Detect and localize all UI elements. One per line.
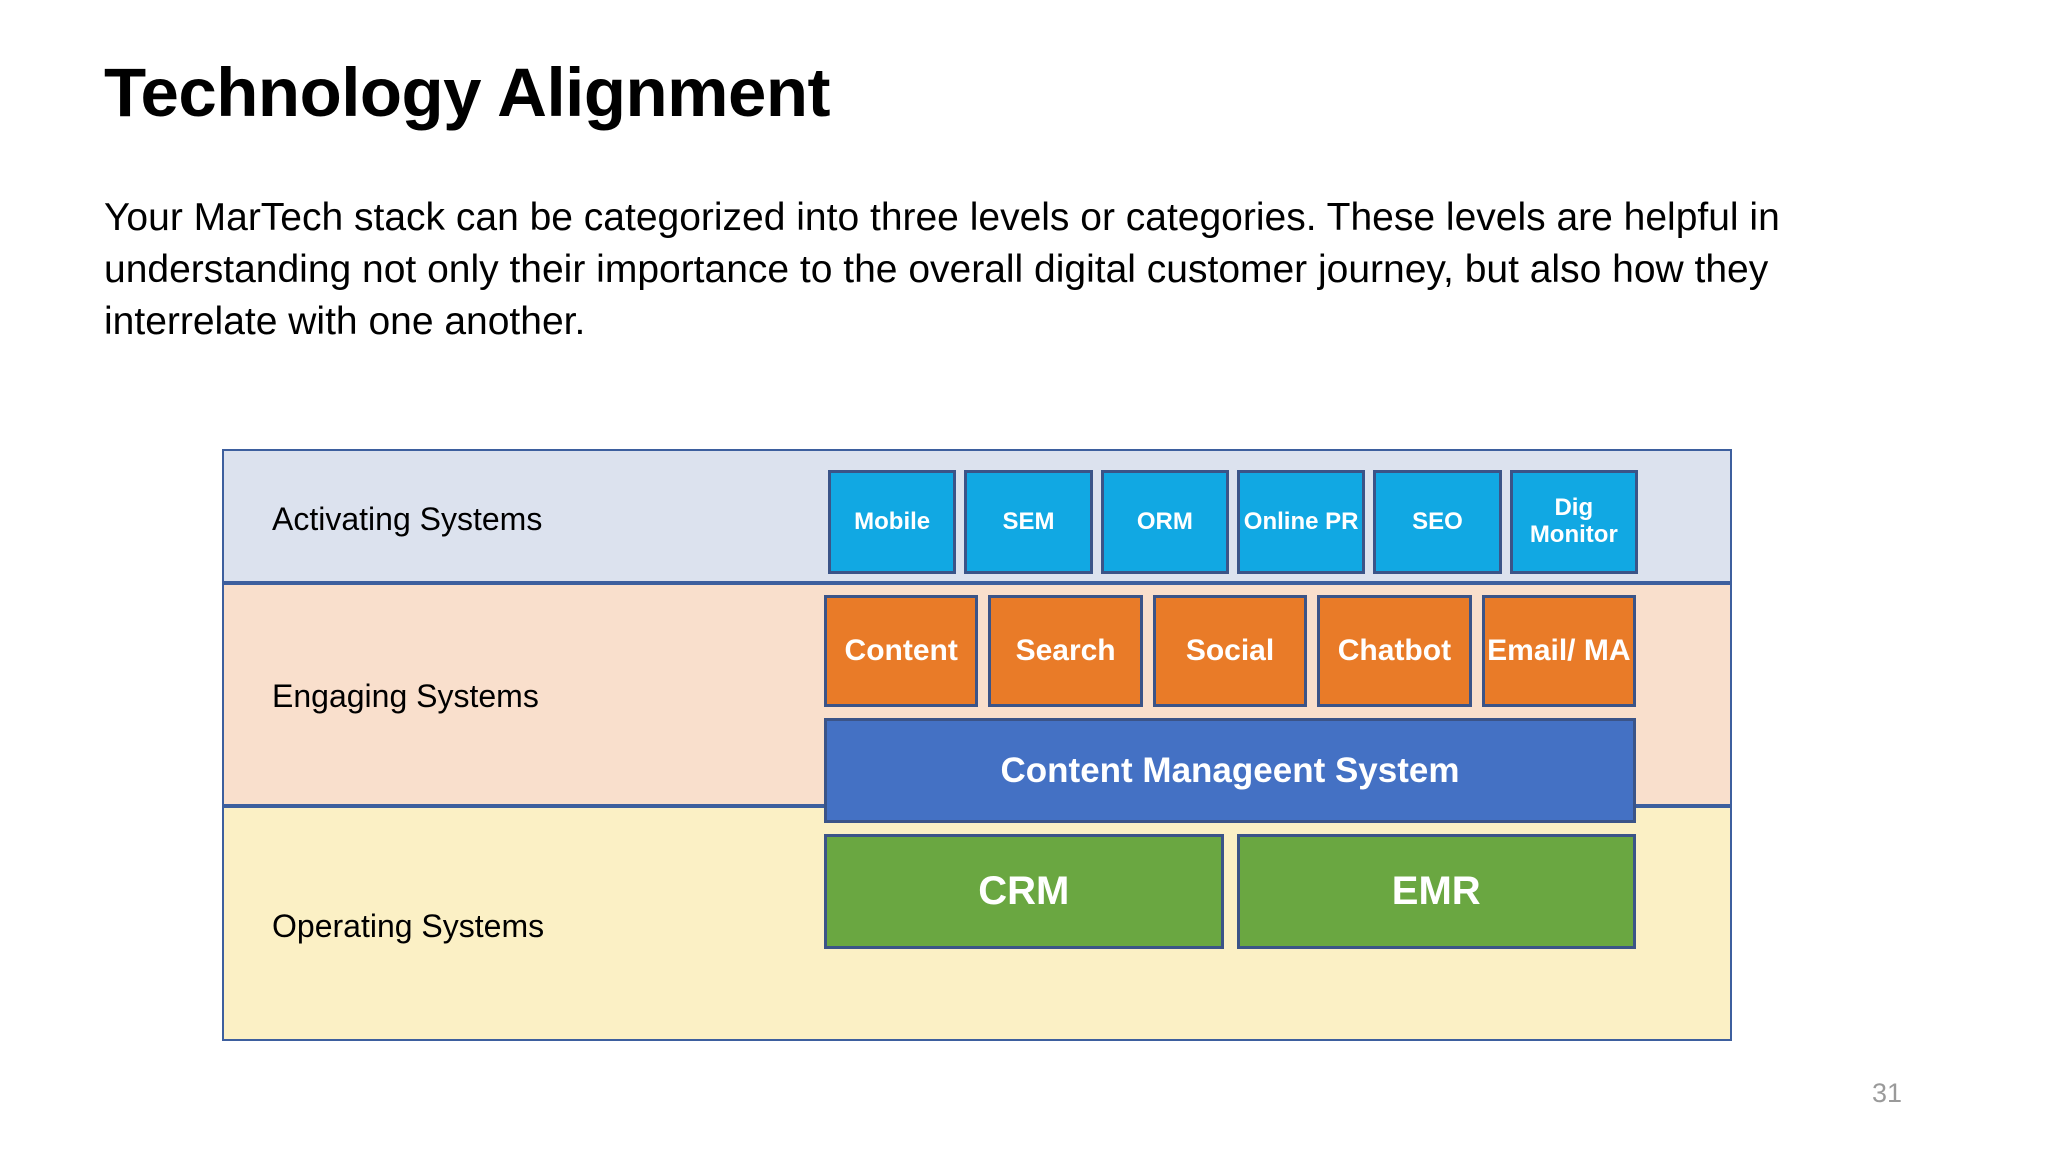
page-title: Technology Alignment — [104, 54, 831, 131]
node-dig-monitor[interactable]: Dig Monitor — [1509, 470, 1638, 574]
band-label-activating-systems: Activating Systems — [272, 501, 543, 537]
node-content-management-system[interactable]: Content Manageent System — [824, 718, 1636, 823]
node-emr[interactable]: EMR — [1236, 834, 1636, 949]
band-label-engaging-systems: Engaging Systems — [272, 678, 539, 714]
node-seo[interactable]: SEO — [1373, 470, 1502, 574]
node-online-pr[interactable]: Online PR — [1236, 470, 1366, 574]
node-sem[interactable]: SEM — [964, 470, 1093, 574]
page-number: 31 — [1872, 1078, 1903, 1108]
node-crm[interactable]: CRM — [824, 834, 1224, 949]
martech-stack-diagram: Activating Systems Engaging Systems Oper… — [222, 449, 1732, 1041]
node-orm[interactable]: ORM — [1100, 470, 1229, 574]
node-email-ma[interactable]: Email/ MA — [1481, 595, 1637, 707]
activating-systems-node-row: Mobile SEM ORM Online PR SEO Dig Monitor — [828, 470, 1638, 574]
node-chatbot[interactable]: Chatbot — [1317, 595, 1472, 707]
engaging-systems-node-row: Content Search Social Chatbot Email/ MA — [824, 595, 1637, 707]
node-mobile[interactable]: Mobile — [828, 470, 957, 574]
node-search[interactable]: Search — [988, 595, 1143, 707]
operating-systems-node-row: CRM EMR — [824, 834, 1636, 949]
body-paragraph: Your MarTech stack can be categorized in… — [104, 196, 1780, 343]
cms-node-row: Content Manageent System — [824, 718, 1636, 823]
node-content[interactable]: Content — [824, 595, 979, 707]
node-social[interactable]: Social — [1152, 595, 1308, 707]
band-label-operating-systems: Operating Systems — [272, 908, 545, 944]
